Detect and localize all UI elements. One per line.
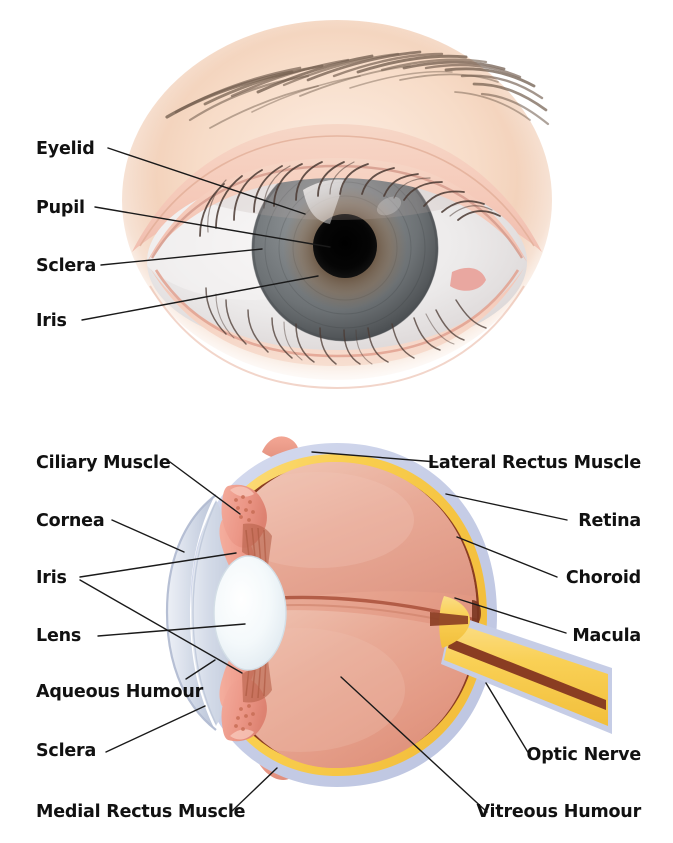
label-choroid: Choroid	[566, 568, 641, 588]
cornea	[168, 497, 214, 728]
label-eyelid: Eyelid	[36, 139, 95, 159]
label-aqueous-humour: Aqueous Humour	[36, 682, 204, 702]
ciliary-processes	[234, 495, 255, 731]
external-leader-lines	[81, 147, 331, 321]
leader-pupil	[94, 206, 331, 248]
leader-optic-nerve	[485, 682, 530, 755]
label-pupil: Pupil	[36, 198, 85, 218]
optic-disc-stripe	[430, 612, 468, 626]
label-iris-cross-section: Iris	[36, 568, 67, 588]
cross-section-leader-lines	[79, 451, 568, 813]
corneal-highlight-small	[376, 196, 402, 216]
tear-caruncle	[450, 267, 486, 291]
eyebrow	[165, 50, 550, 129]
lower-lid-fold	[149, 285, 525, 390]
leader-vitreous-humour	[340, 676, 488, 813]
vitreous-upper-lobe	[213, 462, 477, 606]
label-vitreous-humour: Vitreous Humour	[476, 802, 641, 822]
lower-eyelashes	[205, 287, 487, 365]
eye-cross-section-illustration: Ciliary Muscle Cornea Iris Lens Aqueous …	[36, 436, 642, 822]
leader-cornea	[111, 519, 185, 553]
leader-medial-rectus	[230, 767, 278, 813]
aqueous-inner-edge	[192, 501, 217, 725]
lower-lash-line	[154, 269, 520, 358]
lens-outline	[213, 555, 287, 671]
optic-nerve-stripe	[448, 638, 606, 710]
label-iris-external: Iris	[36, 311, 67, 331]
upper-eyelashes	[199, 161, 501, 237]
label-medial-rectus-muscle: Medial Rectus Muscle	[36, 802, 246, 822]
leader-sclera	[100, 248, 263, 266]
upper-eyelid	[132, 124, 542, 252]
leader-aqueous-humour	[185, 659, 216, 680]
leader-ciliary-muscle	[169, 461, 241, 515]
external-eye-illustration: Eyelid Pupil Sclera Iris	[36, 14, 559, 390]
leader-lens	[97, 623, 246, 637]
label-retina: Retina	[578, 511, 641, 531]
ciliary-scallop-lower	[230, 729, 254, 740]
leader-iris	[81, 275, 319, 321]
lens	[214, 556, 286, 670]
label-ciliary-muscle: Ciliary Muscle	[36, 453, 171, 473]
leader-iris-cs-upper	[79, 552, 237, 578]
ciliary-scallop-upper	[230, 486, 254, 497]
label-lateral-rectus-muscle: Lateral Rectus Muscle	[428, 453, 641, 473]
leader-macula	[454, 597, 567, 634]
leader-retina	[445, 493, 568, 521]
leader-eyelid	[107, 147, 306, 215]
leader-choroid	[456, 536, 558, 578]
label-macula: Macula	[572, 626, 641, 646]
label-sclera-external: Sclera	[36, 256, 96, 276]
leader-lateral-rectus	[311, 451, 438, 463]
label-cornea: Cornea	[36, 511, 104, 531]
label-optic-nerve: Optic Nerve	[527, 745, 642, 765]
optic-nerve	[430, 596, 612, 734]
leader-iris-cs-lower	[79, 579, 243, 674]
macula	[472, 600, 481, 626]
upper-lid-edge	[147, 158, 527, 262]
eyelid-crease	[139, 135, 535, 247]
corneal-highlight	[303, 179, 345, 224]
pupil	[313, 214, 377, 278]
label-sclera-cross-section: Sclera	[36, 741, 96, 761]
leader-sclera-cs	[105, 705, 206, 753]
label-lens: Lens	[36, 626, 81, 646]
cornea-outer-edge	[165, 494, 217, 731]
